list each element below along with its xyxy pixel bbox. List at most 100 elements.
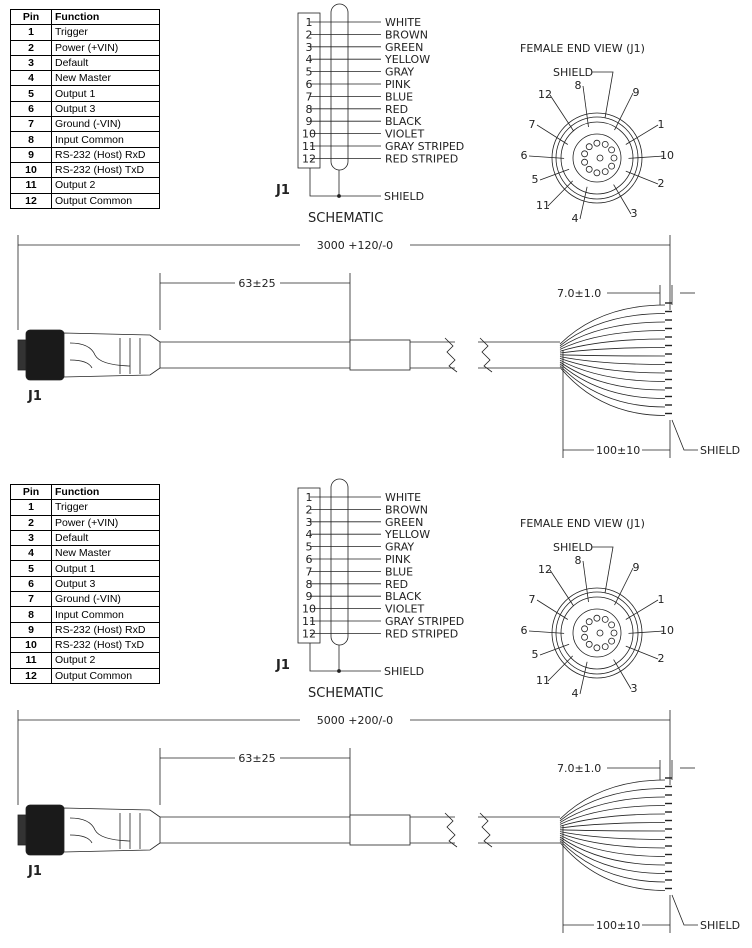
overmold-dimension: 63±25 [238, 277, 275, 290]
pin-leader [528, 155, 565, 159]
shield-drain-label: SHIELD [700, 919, 740, 932]
end-view-pin-label: 9 [633, 561, 640, 574]
break-marks [444, 812, 493, 848]
junction-dot [337, 669, 341, 673]
pin-leader [549, 569, 574, 607]
overall-length-dimension: 3000 +120/-0 [317, 239, 393, 252]
wire-color-label: BROWN [385, 28, 428, 41]
pin-function: Ground (-VIN) [51, 116, 160, 133]
pin-function: RS-232 (Host) RxD [51, 146, 160, 163]
wire-pin-number: 3 [306, 516, 313, 529]
schematic-title: SCHEMATIC [308, 211, 383, 226]
junction-dot [337, 194, 341, 198]
pin-leader [614, 92, 634, 131]
shield-leader [671, 419, 698, 451]
end-view-pin-label: 3 [631, 207, 638, 220]
end-view-pin-label: 2 [658, 177, 665, 190]
wire-color-label: VIOLET [385, 603, 425, 616]
pin-socket [585, 165, 593, 173]
wire-pin-number: 10 [302, 603, 316, 616]
end-view-pin-label: 6 [521, 624, 528, 637]
pin-socket [610, 154, 618, 162]
pin-leader [528, 630, 565, 634]
end-view-pin-label: 8 [575, 79, 582, 92]
pin-socket [593, 169, 601, 177]
m12-connector-body [17, 329, 161, 381]
pin-leader [625, 599, 659, 620]
m12-connector-body [17, 804, 161, 856]
pin-socket [608, 621, 615, 629]
pin-socket [601, 140, 609, 148]
pin-leader [547, 655, 573, 682]
stripped-wires [559, 302, 672, 416]
pin-socket [610, 629, 618, 637]
connector-block [297, 12, 321, 169]
wire-pin-number: 1 [306, 16, 313, 29]
pin-socket [593, 644, 601, 652]
end-view-pin-label: 1 [658, 118, 665, 131]
pin-function: RS-232 (Host) TxD [51, 161, 160, 179]
strip-length-dimension: 7.0±1.0 [557, 762, 601, 775]
end-view-pin-label: 5 [532, 648, 539, 661]
wire-pin-number: 12 [302, 152, 316, 165]
pin-leader [579, 661, 588, 695]
pin-socket [581, 150, 588, 158]
wire-pin-number: 4 [306, 53, 313, 66]
wire-color-label: RED STRIPED [385, 152, 458, 165]
cable-jacket [160, 337, 560, 373]
wire-color-label: GREEN [385, 41, 423, 54]
wire-color-label: GRAY STRIPED [385, 615, 464, 628]
pin-leader [613, 184, 632, 215]
pin-socket [601, 643, 609, 651]
shield-leader [592, 71, 614, 119]
pin-leader [625, 124, 659, 145]
break-marks [444, 337, 493, 373]
wire-color-label: BLACK [385, 115, 422, 128]
wire-pin-number: 6 [306, 78, 313, 91]
pin-socket [608, 162, 615, 170]
wire-color-label: WHITE [385, 16, 421, 29]
pin-leader [547, 180, 573, 207]
pin-leader [582, 85, 589, 128]
pin-socket [593, 139, 601, 147]
shield-pill [330, 3, 349, 171]
pin-leader [582, 560, 589, 603]
wire-pin-number: 6 [306, 553, 313, 566]
pin-leader [625, 645, 659, 660]
wire-pin-number: 1 [306, 491, 313, 504]
wire-pin-number: 8 [306, 578, 313, 591]
end-view-pin-label: 11 [536, 674, 550, 687]
pin-function: Input Common [51, 131, 160, 148]
connector-label: J1 [27, 864, 42, 879]
wire-pin-number: 12 [302, 627, 316, 640]
wire-pin-number: 2 [306, 28, 313, 41]
wire-color-label: PINK [385, 78, 411, 91]
wire-color-label: RED STRIPED [385, 627, 458, 640]
pin-leader [539, 643, 570, 656]
end-view-pin-label: 10 [660, 149, 674, 162]
end-view-pin-label: 6 [521, 149, 528, 162]
wire-color-label: VIOLET [385, 128, 425, 141]
pin-function: Output Common [51, 192, 160, 209]
pin-socket [585, 640, 593, 648]
shield-leader [671, 894, 698, 926]
shield-drain-line [309, 168, 381, 197]
wire-pin-number: 2 [306, 503, 313, 516]
wire-pin-number: 5 [306, 541, 313, 554]
pin-socket [601, 168, 609, 176]
wire-pin-number: 9 [306, 115, 313, 128]
